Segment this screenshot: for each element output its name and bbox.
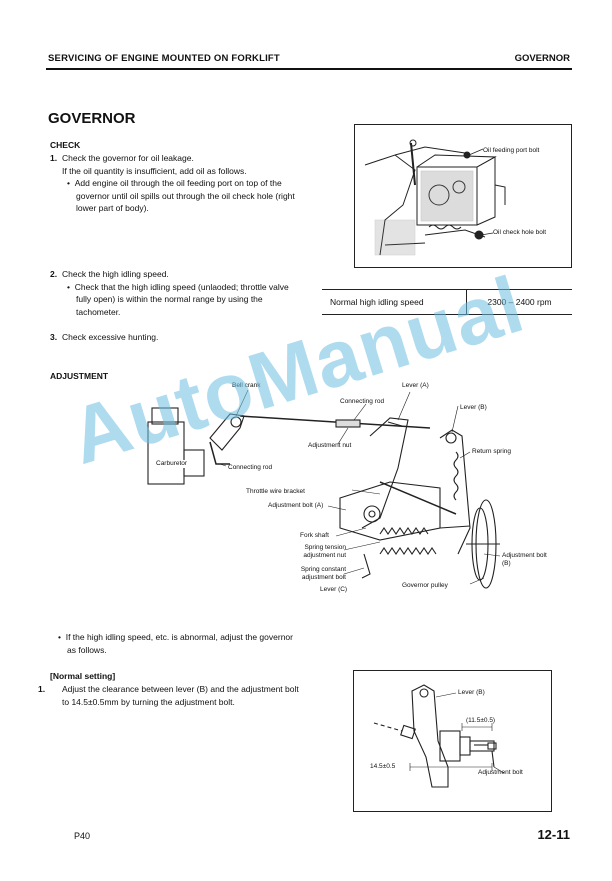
table-row: Normal high idling speed 2300 – 2400 rpm (322, 289, 572, 315)
governor-linkage-diagram: Bell crank Lever (A) Connecting rod Leve… (140, 378, 560, 600)
clearance-figure: Lever (B) (11.5±0.5) 14.5±0.5 Adjustment… (353, 670, 552, 812)
return-spring-label: Return spring (472, 448, 512, 455)
fork-shaft-label: Fork shaft (300, 532, 329, 539)
step2-bullet: • Check that the high idling speed (unla… (67, 281, 289, 317)
check-heading: CHECK (50, 140, 81, 150)
connecting-rod-top-label: Connecting rod (340, 398, 385, 405)
step-number: 1. (38, 684, 46, 694)
step1-line2: If the oil quantity is insufficient, add… (62, 165, 247, 176)
oil-feeding-port-label: Oil feeding port bolt (483, 147, 540, 154)
adjustment-note: • If the high idling speed, etc. is abno… (58, 632, 293, 655)
normal-setting-step1: 1. Adjust the clearance between lever (B)… (38, 683, 300, 708)
step-number: 1. (50, 153, 58, 163)
step-number: 2. (50, 269, 58, 279)
step1-text: Check the governor for oil leakage. (62, 153, 194, 163)
governor-photo-illustration (364, 139, 506, 256)
adjustment-bolt-a-label: Adjustment bolt (A) (268, 502, 324, 509)
lever-b-label: Lever (B) (460, 404, 487, 411)
linkage-illustration (147, 389, 501, 589)
bell-crank-label: Bell crank (232, 382, 261, 389)
running-header-section: SERVICING OF ENGINE MOUNTED ON FORKLIFT (48, 53, 280, 64)
lever-a-label: Lever (A) (402, 382, 429, 389)
step1-bullet: • Add engine oil through the oil feeding… (67, 178, 295, 213)
step-number: 3. (50, 332, 58, 342)
running-header-topic: GOVERNOR (514, 53, 570, 64)
footer-code: P40 (74, 831, 91, 841)
throttle-bracket-label: Throttle wire bracket (246, 488, 305, 495)
spring-constant-label: Spring constant adjustment bolt (300, 566, 346, 581)
adjustment-nut-label: Adjustment nut (308, 442, 352, 449)
adjustment-bolt-detail-label: Adjustment bolt (478, 769, 523, 776)
oil-check-hole-label: Oil check hole bolt (493, 229, 547, 236)
normal-setting-heading: [Normal setting] (50, 671, 116, 681)
governor-pulley-label: Governor pulley (402, 582, 448, 589)
page-title: GOVERNOR (48, 110, 136, 127)
dimension-11-5-label: (11.5±0.5) (466, 717, 496, 724)
spec-table: Normal high idling speed 2300 – 2400 rpm (322, 289, 572, 315)
adjustment-bolt-b-label: Adjustment bolt (B) (502, 552, 547, 567)
governor-oil-figure: Oil feeding port bolt Oil check hole bol… (354, 124, 572, 268)
step2-text: Check the high idling speed. (62, 269, 169, 279)
note-text: If the high idling speed, etc. is abnorm… (65, 632, 293, 655)
connecting-rod-left-label: Connecting rod (228, 464, 273, 471)
spring-tension-label: Spring tension adjustment nut (303, 544, 346, 559)
header-rule (46, 68, 572, 70)
adjustment-heading: ADJUSTMENT (50, 371, 109, 381)
lever-c-label: Lever (C) (320, 586, 348, 593)
page-number: 12-11 (537, 827, 570, 842)
dimension-14-5-label: 14.5±0.5 (370, 763, 396, 770)
carburetor-label: Carburetor (156, 460, 188, 468)
spec-value: 2300 – 2400 rpm (466, 289, 572, 315)
check-step3: 3. Check excessive hunting. (50, 331, 300, 344)
check-step1: 1. Check the governor for oil leakage. If… (50, 152, 300, 215)
normal-setting-text: Adjust the clearance between lever (B) a… (62, 684, 299, 707)
spec-label: Normal high idling speed (322, 289, 467, 315)
clearance-illustration (373, 684, 505, 788)
step3-text: Check excessive hunting. (62, 332, 159, 342)
lever-b-detail-label: Lever (B) (458, 689, 485, 696)
check-step2: 2. Check the high idling speed. • Check t… (50, 268, 298, 318)
